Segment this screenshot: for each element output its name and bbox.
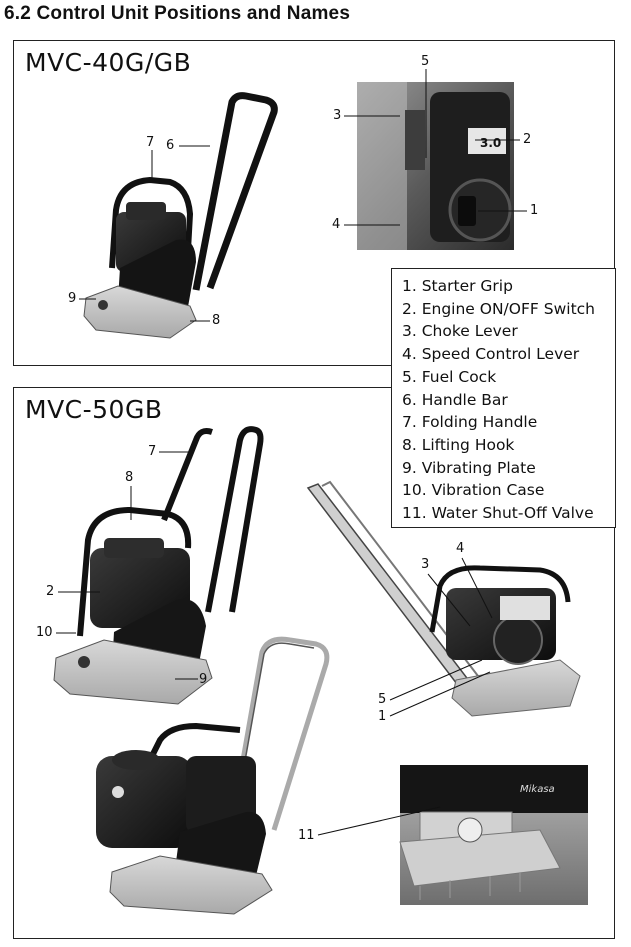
callout-2-closeup: 2 [523,132,532,147]
valve-brand-mark: Mikasa [520,784,555,795]
callout-4-closeup: 4 [332,217,341,232]
mvc-40g-machine [83,92,278,339]
closeup-badge: 3.0 [480,136,501,150]
callout-1-folded: 1 [378,709,387,724]
callout-3-closeup: 3 [333,108,342,123]
model-title-mvc-50gb: MVC-50GB [25,395,163,424]
callout-8-top: 8 [212,313,221,328]
legend-item: 6. Handle Bar [402,390,508,409]
legend-item: 8. Lifting Hook [402,435,515,454]
parts-legend: 1. Starter Grip 2. Engine ON/OFF Switch 3.… [391,268,616,528]
callout-5-folded: 5 [378,692,387,707]
callout-6-top: 6 [166,138,175,153]
legend-item: 5. Fuel Cock [402,367,497,386]
legend-item: 1. Starter Grip [402,277,513,295]
legend-item: 4. Speed Control Lever [402,345,580,364]
callout-1-closeup: 1 [530,203,539,218]
callout-8-bottom: 8 [125,470,134,485]
legend-item: 3. Choke Lever [402,322,518,341]
legend-item: 11. Water Shut-Off Valve [402,504,594,523]
mvc-50gb-rear-view-machine [96,636,330,915]
mvc-40g-closeup-photo [357,82,514,250]
legend-item: 10. Vibration Case [402,481,545,500]
legend-item: 2. Engine ON/OFF Switch [402,299,595,318]
callout-9-top: 9 [68,291,77,306]
mvc-50gb-folded-handle-machine [306,480,581,717]
callout-3-folded: 3 [421,557,430,572]
model-title-mvc-40g: MVC-40G/GB [25,48,192,77]
callout-2-bottom: 2 [46,584,55,599]
section-heading: 6.2 Control Unit Positions and Names [4,3,351,24]
callout-4-folded: 4 [456,541,465,556]
mvc-50gb-machine [53,426,264,705]
callout-7-top: 7 [146,135,155,150]
water-shutoff-valve-photo [399,765,588,905]
callout-7-bottom: 7 [148,444,157,459]
legend-item: 9. Vibrating Plate [402,458,536,477]
callout-9-bottom: 9 [199,672,208,687]
callout-10-bottom: 10 [36,625,53,640]
legend-item: 7. Folding Handle [402,413,538,432]
callout-5-closeup: 5 [421,54,430,69]
callout-11-valve: 11 [298,828,315,843]
